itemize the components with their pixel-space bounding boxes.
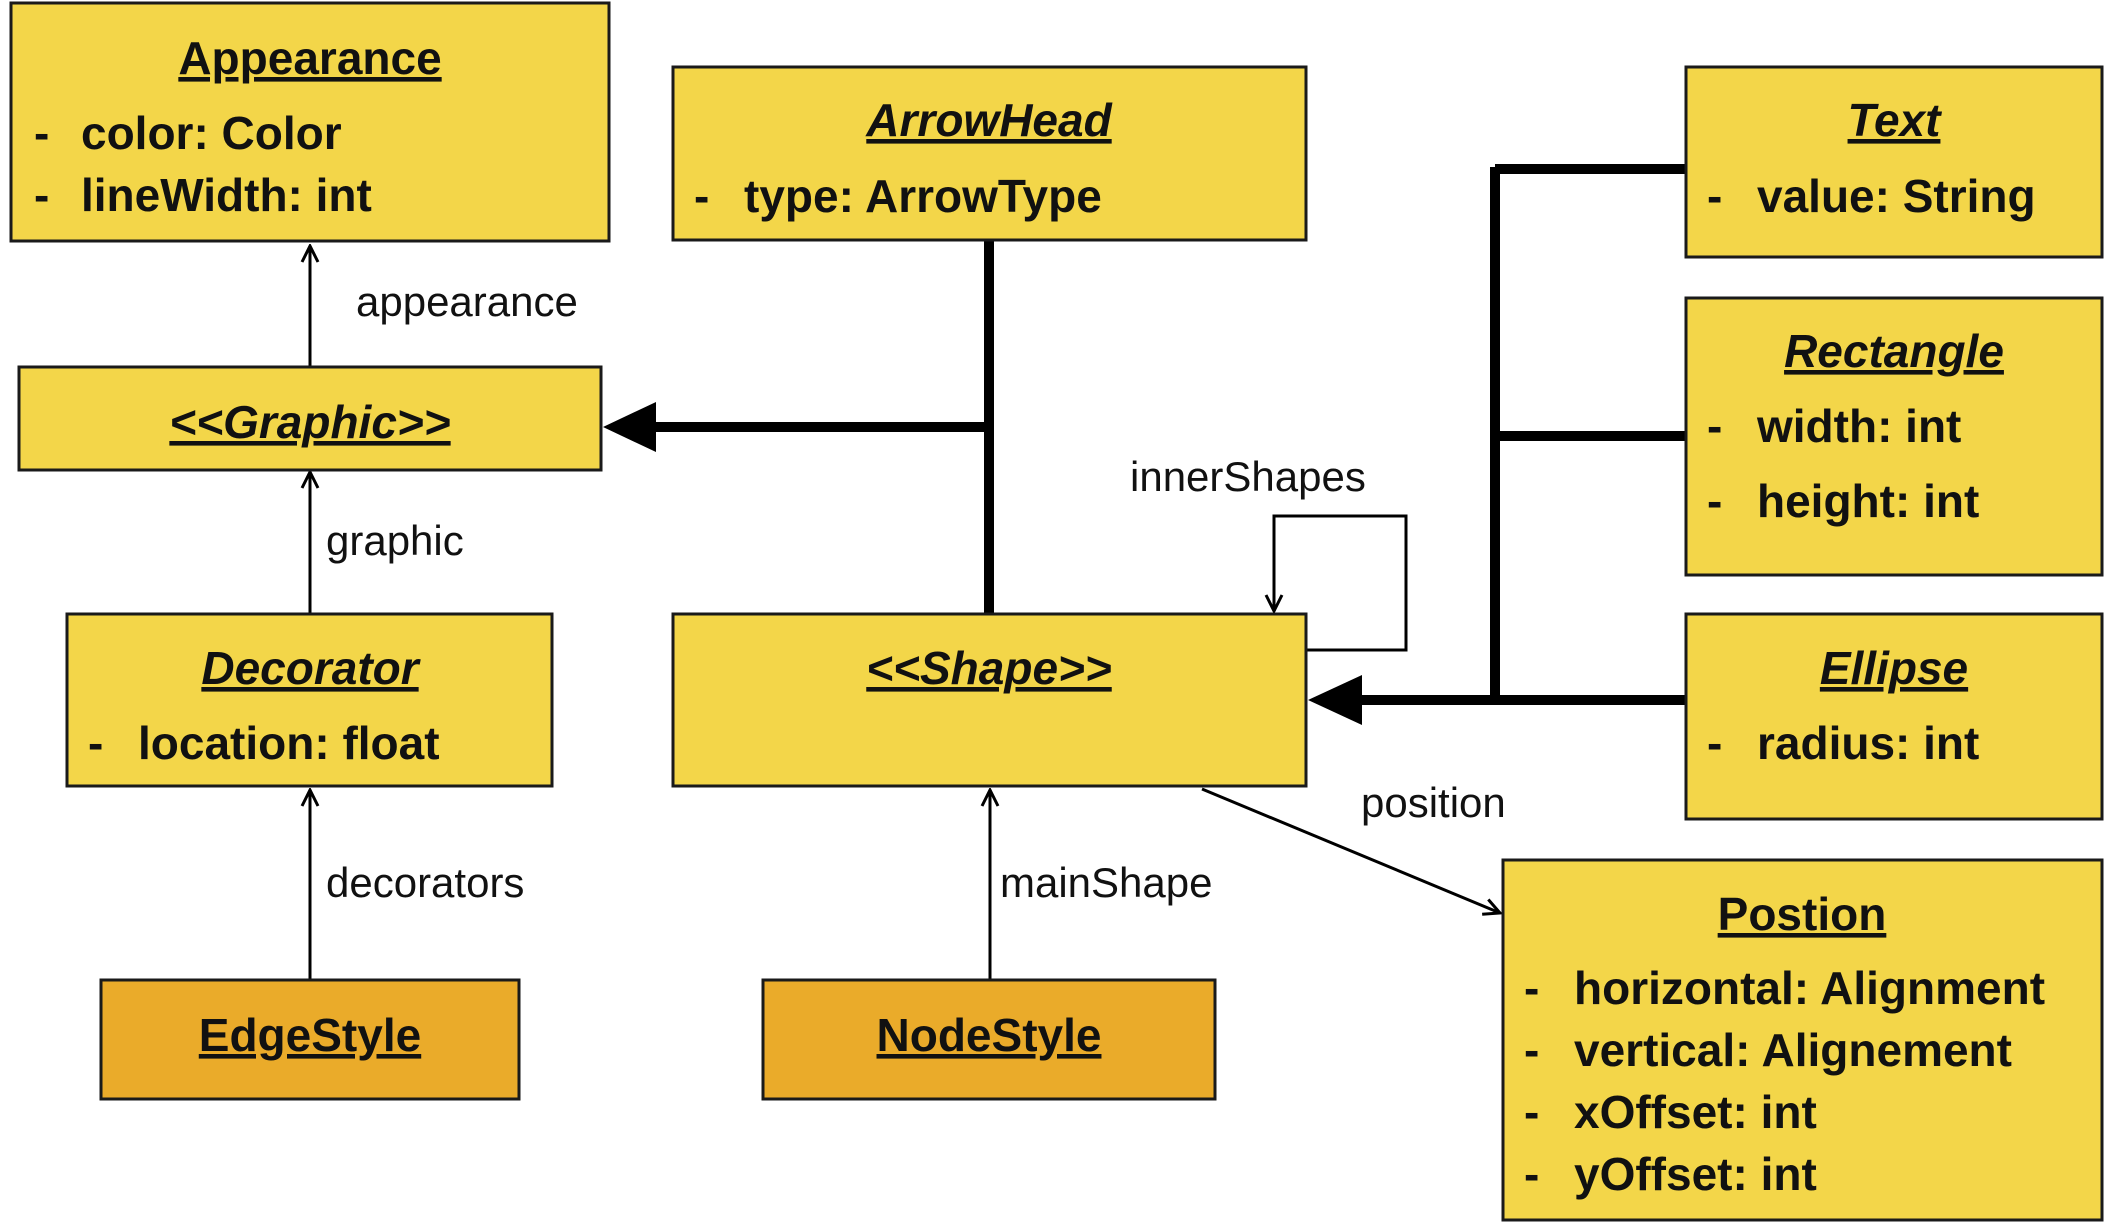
- class-title: Postion: [1718, 888, 1887, 940]
- assoc-label-decorators: decorators: [326, 859, 524, 906]
- assoc-line-innershapes: [1274, 514, 1408, 652]
- attr-width: width: int: [1756, 400, 1961, 452]
- generalization-arrowhead-shape: [1308, 675, 1362, 725]
- class-title: <<Shape>>: [866, 642, 1112, 694]
- attr-bullet: -: [694, 170, 709, 222]
- attr-bullet: -: [1707, 475, 1722, 527]
- class-shape[interactable]: <<Shape>>: [671, 612, 1308, 788]
- generalization-arrowhead-graphic: [603, 402, 656, 452]
- attr-bullet: -: [1524, 962, 1539, 1014]
- class-arrowhead[interactable]: ArrowHead - type: ArrowType: [671, 65, 1308, 242]
- class-decorator[interactable]: Decorator - location: float: [65, 612, 554, 788]
- attr-bullet: -: [1524, 1148, 1539, 1200]
- class-graphic[interactable]: <<Graphic>>: [17, 365, 603, 472]
- attr-xoffset: xOffset: int: [1574, 1086, 1817, 1138]
- attr-vertical: vertical: Alignement: [1574, 1024, 2012, 1076]
- class-title: Text: [1848, 94, 1943, 146]
- attr-color: color: Color: [81, 107, 342, 159]
- class-title: Rectangle: [1784, 325, 2004, 377]
- class-position[interactable]: Postion - horizontal: Alignment - vertic…: [1501, 858, 2104, 1222]
- attr-bullet: -: [1707, 400, 1722, 452]
- assoc-label-appearance: appearance: [356, 278, 578, 325]
- class-title: Ellipse: [1820, 642, 1968, 694]
- attr-bullet: -: [88, 717, 103, 769]
- attr-bullet: -: [1707, 170, 1722, 222]
- attr-type: type: ArrowType: [744, 170, 1102, 222]
- attr-bullet: -: [1707, 717, 1722, 769]
- assoc-line-position: [1201, 787, 1500, 913]
- attr-value: value: String: [1757, 170, 2036, 222]
- attr-yoffset: yOffset: int: [1574, 1148, 1817, 1200]
- attr-bullet: -: [34, 169, 49, 221]
- class-title: <<Graphic>>: [169, 396, 450, 448]
- class-title: Appearance: [178, 32, 441, 84]
- attr-height: height: int: [1757, 475, 1979, 527]
- attr-bullet: -: [1524, 1024, 1539, 1076]
- assoc-label-position: position: [1361, 779, 1506, 826]
- class-title: ArrowHead: [865, 94, 1112, 146]
- assoc-label-innershapes: innerShapes: [1130, 453, 1366, 500]
- attr-bullet: -: [34, 107, 49, 159]
- class-rectangle[interactable]: Rectangle - width: int - height: int: [1684, 296, 2104, 577]
- attr-location: location: float: [138, 717, 440, 769]
- class-text[interactable]: Text - value: String: [1684, 65, 2104, 259]
- assoc-label-graphic: graphic: [326, 517, 464, 564]
- attr-horizontal: horizontal: Alignment: [1574, 962, 2045, 1014]
- class-title: NodeStyle: [877, 1009, 1102, 1061]
- class-ellipse[interactable]: Ellipse - radius: int: [1684, 612, 2104, 821]
- class-appearance[interactable]: Appearance - color: Color - lineWidth: i…: [9, 1, 611, 243]
- attr-bullet: -: [1524, 1086, 1539, 1138]
- attr-radius: radius: int: [1757, 717, 1979, 769]
- class-nodestyle[interactable]: NodeStyle: [761, 978, 1217, 1101]
- class-edgestyle[interactable]: EdgeStyle: [99, 978, 521, 1101]
- attr-linewidth: lineWidth: int: [81, 169, 372, 221]
- class-title: EdgeStyle: [199, 1009, 421, 1061]
- assoc-label-mainshape: mainShape: [1000, 859, 1212, 906]
- class-title: Decorator: [201, 642, 420, 694]
